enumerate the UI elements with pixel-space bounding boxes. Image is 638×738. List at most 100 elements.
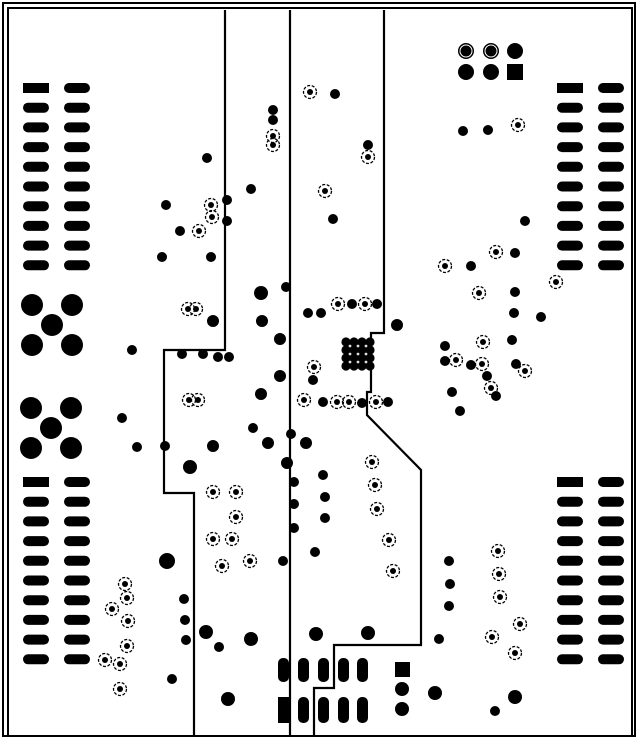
- mount-pad: [40, 417, 62, 439]
- ring-via-outer: [483, 380, 499, 396]
- ring-via-core: [335, 301, 341, 307]
- bga-cluster: [341, 337, 375, 371]
- ring-via: [512, 616, 528, 632]
- ring-via-outer: [475, 334, 491, 350]
- via: [274, 370, 286, 382]
- connector-pad: [557, 102, 583, 113]
- ring-via-outer: [507, 645, 523, 661]
- via: [316, 308, 326, 318]
- plane-split-lines: [162, 10, 423, 736]
- plane-split-right: [312, 10, 423, 736]
- ring-via: [448, 352, 464, 368]
- connector-pad: [557, 260, 583, 271]
- connector-pad: [64, 575, 90, 586]
- connector-pad: [23, 240, 49, 251]
- ring-via-outer: [188, 301, 204, 317]
- bga-ball: [349, 337, 359, 347]
- ring-via: [306, 359, 322, 375]
- ring-via: [191, 223, 207, 239]
- ring-via-core: [270, 133, 276, 139]
- header-pin: [458, 64, 474, 80]
- via: [289, 499, 299, 509]
- ring-via: [329, 394, 345, 410]
- connector-pad: [557, 614, 583, 625]
- connector-pad: [557, 555, 583, 566]
- via: [466, 360, 476, 370]
- ring-via-core: [196, 228, 202, 234]
- ring-via: [224, 531, 240, 547]
- via: [213, 352, 223, 362]
- connector-pad: [23, 536, 49, 547]
- connector-pad: [598, 181, 624, 192]
- connector-pad: [598, 595, 624, 606]
- via: [300, 437, 312, 449]
- connector-pad: [598, 220, 624, 231]
- ring-via: [507, 645, 523, 661]
- ring-via-outer: [341, 394, 357, 410]
- via: [222, 195, 232, 205]
- connector-pad: [23, 634, 49, 645]
- via: [357, 398, 367, 408]
- connector-pad: [557, 654, 583, 665]
- via: [320, 492, 330, 502]
- mount-pad: [61, 294, 83, 316]
- connector-pad: [557, 181, 583, 192]
- via: [536, 312, 546, 322]
- ring-via-outer: [492, 589, 508, 605]
- ring-via-core: [497, 594, 503, 600]
- via: [281, 282, 291, 292]
- connector-pad: [557, 536, 583, 547]
- smd-pad: [338, 697, 349, 723]
- ring-via-core: [122, 581, 128, 587]
- connector-pad: [23, 516, 49, 527]
- ring-via-outer: [97, 652, 113, 668]
- connector-pad: [64, 220, 90, 231]
- ring-via-outer: [228, 509, 244, 525]
- ring-via: [483, 380, 499, 396]
- via: [222, 216, 232, 226]
- connector-pad: [557, 575, 583, 586]
- via: [511, 359, 521, 369]
- ring-via: [510, 117, 526, 133]
- via: [447, 387, 457, 397]
- ring-via-core: [476, 290, 482, 296]
- ring-via: [484, 629, 500, 645]
- via: [161, 200, 171, 210]
- connector-pad: [598, 536, 624, 547]
- connector-pad: [64, 654, 90, 665]
- ring-via-core: [247, 558, 253, 564]
- via: [183, 460, 197, 474]
- ring-via-core: [493, 249, 499, 255]
- smd-pad: [318, 697, 329, 723]
- smd-pad-square: [278, 697, 289, 723]
- via: [274, 333, 286, 345]
- via: [159, 553, 175, 569]
- connector-pad: [598, 260, 624, 271]
- ring-via-core: [219, 563, 225, 569]
- connector-pad: [557, 161, 583, 172]
- via: [117, 413, 127, 423]
- ring-via-core: [102, 657, 108, 663]
- connector-pad: [598, 201, 624, 212]
- ring-via: [471, 285, 487, 301]
- connector-pad: [23, 102, 49, 113]
- ring-via-core: [365, 154, 371, 160]
- ring-vias: [97, 84, 564, 697]
- via: [510, 287, 520, 297]
- connector-pad: [598, 654, 624, 665]
- ring-via-core: [334, 399, 340, 405]
- via: [254, 286, 268, 300]
- via: [510, 248, 520, 258]
- ring-via: [188, 301, 204, 317]
- ring-via-outer: [369, 501, 385, 517]
- via: [289, 523, 299, 533]
- ring-via: [112, 656, 128, 672]
- ring-via-outer: [302, 84, 318, 100]
- via: [132, 442, 142, 452]
- connector-pad: [64, 83, 90, 93]
- ring-via-outer: [368, 394, 384, 410]
- header-ring: [459, 44, 473, 58]
- connector-pad: [64, 201, 90, 212]
- via: [391, 319, 403, 331]
- smd-pad: [298, 697, 309, 723]
